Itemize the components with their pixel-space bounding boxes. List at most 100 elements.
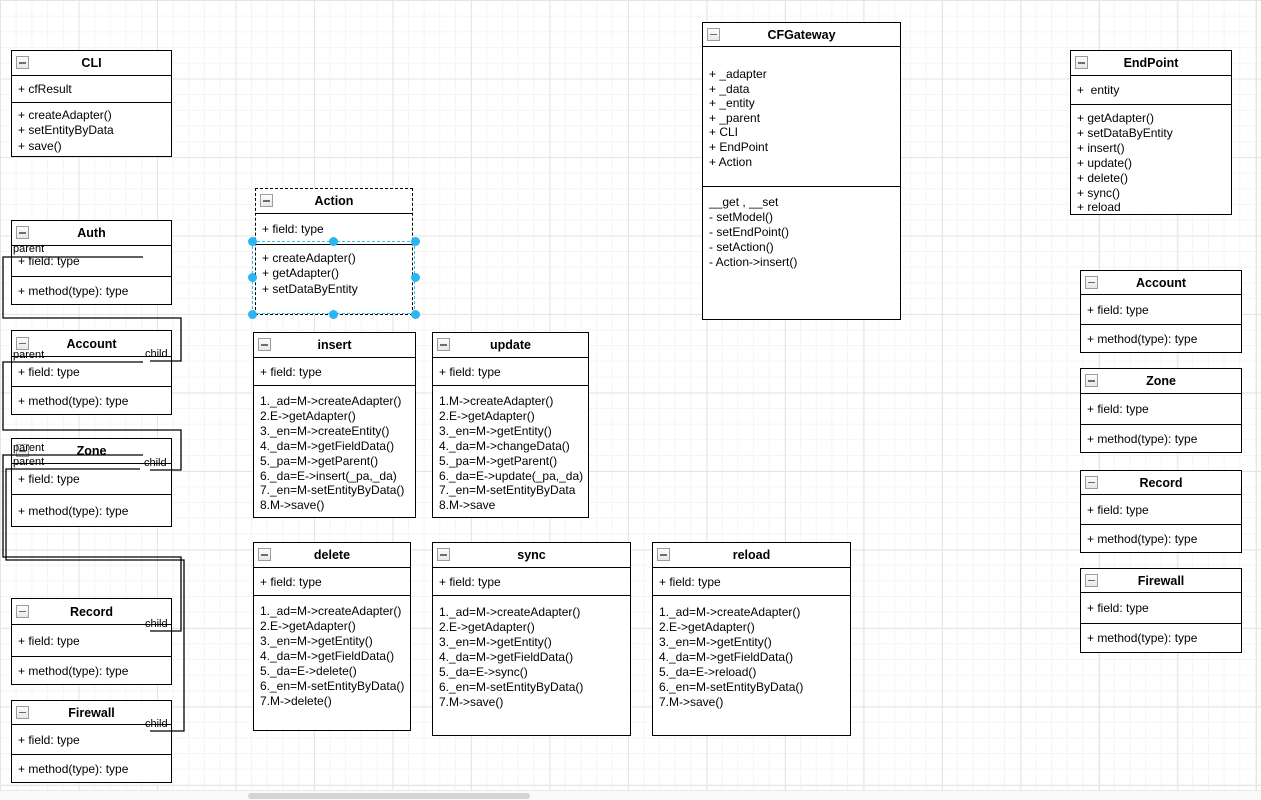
collapse-icon[interactable] <box>260 194 273 207</box>
method-row: 3._en=M->getEntity() <box>439 635 552 649</box>
edge-label-parent: parent <box>13 442 45 454</box>
method-row: 1._ad=M->createAdapter() <box>439 605 581 619</box>
selection-handle[interactable] <box>247 273 257 282</box>
attribute-row: + _data <box>709 81 750 96</box>
attribute-row: + entity <box>1077 83 1120 97</box>
class-section: + createAdapter()+ setEntityByData+ save… <box>12 102 171 156</box>
method-row: 2.E->getAdapter() <box>659 620 755 634</box>
collapse-icon[interactable] <box>16 226 29 239</box>
class-titlebar: EndPoint <box>1071 51 1231 75</box>
class-section: + getAdapter()+ setDataByEntity+ insert(… <box>1071 104 1231 214</box>
class-section: + method(type): type <box>12 276 171 304</box>
class-section: + field: type <box>12 463 171 494</box>
class-section: + field: type <box>1081 294 1241 324</box>
method-row: 5._pa=M->getParent() <box>439 453 558 468</box>
horizontal-scrollbar[interactable] <box>0 790 1261 800</box>
class-titlebar: CLI <box>12 51 171 75</box>
class-title: Zone <box>76 444 107 458</box>
attribute-row: + Action <box>709 154 753 169</box>
collapse-icon[interactable] <box>657 548 670 561</box>
class-section: + method(type): type <box>1081 324 1241 352</box>
method-row: - setEndPoint() <box>709 225 790 239</box>
collapse-icon[interactable] <box>16 336 29 350</box>
class-zone-right[interactable]: Zone+ field: type+ method(type): type <box>1080 368 1242 453</box>
class-title: EndPoint <box>1123 56 1179 70</box>
class-section: + field: type <box>12 356 171 386</box>
class-auth[interactable]: Auth+ field: type+ method(type): type <box>11 220 172 305</box>
collapse-icon[interactable] <box>16 604 29 618</box>
horizontal-scrollbar-thumb[interactable] <box>248 793 530 799</box>
attribute-row: + field: type <box>18 732 80 747</box>
selection-handle[interactable] <box>247 309 257 319</box>
method-row: + setDataByEntity <box>1077 125 1173 140</box>
class-action[interactable]: Action+ field: type+ createAdapter()+ ge… <box>255 188 413 315</box>
class-record[interactable]: Record+ field: type+ method(type): type <box>11 598 172 685</box>
collapse-icon[interactable] <box>16 444 29 457</box>
collapse-icon[interactable] <box>1085 374 1098 387</box>
attribute-row: + _entity <box>709 96 755 111</box>
class-title: delete <box>313 548 351 562</box>
class-endpoint[interactable]: EndPoint+ entity + getAdapter()+ setDataB… <box>1070 50 1232 215</box>
attribute-row: + CLI <box>709 125 739 140</box>
edge-zone-parent-to-firewall-child[interactable] <box>5 468 185 732</box>
selection-outline[interactable] <box>252 241 415 314</box>
selection-handle[interactable] <box>329 309 338 319</box>
class-section: + field: type <box>254 357 415 385</box>
collapse-icon[interactable] <box>258 338 271 351</box>
collapse-icon[interactable] <box>1075 56 1088 69</box>
method-row: + createAdapter() <box>18 108 112 122</box>
edge-auth-parent-to-account-child[interactable] <box>2 256 182 362</box>
class-title: CFGateway <box>767 27 836 42</box>
collapse-icon[interactable] <box>707 27 720 41</box>
class-section: + field: type <box>12 624 171 656</box>
class-account-right[interactable]: Account+ field: type+ method(type): type <box>1080 270 1242 353</box>
class-firewall[interactable]: Firewall+ field: type+ method(type): typ… <box>11 700 172 783</box>
collapse-icon[interactable] <box>437 548 450 561</box>
method-row: 6._en=M-setEntityByData() <box>439 680 584 694</box>
class-section: + field: type <box>653 567 850 595</box>
method-row: 4._da=M->getFieldData() <box>659 650 794 664</box>
method-row: + method(type): type <box>1087 331 1198 346</box>
attribute-row: + EndPoint <box>709 139 769 154</box>
class-firewall-right[interactable]: Firewall+ field: type+ method(type): typ… <box>1080 568 1242 653</box>
collapse-icon[interactable] <box>16 705 29 719</box>
class-account[interactable]: Account+ field: type+ method(type): type <box>11 330 172 415</box>
class-section: 1._ad=M->createAdapter()2.E->getAdapter(… <box>254 385 415 517</box>
class-record-right[interactable]: Record+ field: type+ method(type): type <box>1080 470 1242 553</box>
class-titlebar: Firewall <box>12 701 171 724</box>
method-row: + createAdapter() <box>262 251 356 265</box>
class-section: + method(type): type <box>12 386 171 414</box>
method-row: + method(type): type <box>18 663 129 678</box>
method-row: + method(type): type <box>18 503 129 518</box>
selection-handle[interactable] <box>410 236 420 246</box>
attribute-row: + field: type <box>1087 502 1149 517</box>
class-cfgateway[interactable]: CFGateway+ _adapter+ _data+ _entity+ _pa… <box>702 22 901 320</box>
collapse-icon[interactable] <box>16 56 29 69</box>
selection-handle[interactable] <box>410 309 420 319</box>
edge-zone-parent-to-record-child[interactable] <box>2 454 182 632</box>
attribute-row: + _adapter <box>709 67 767 81</box>
class-section: + method(type): type <box>1081 524 1241 552</box>
method-row: + sync() <box>1077 185 1121 200</box>
method-row: 1.M->createAdapter() <box>439 394 554 408</box>
collapse-icon[interactable] <box>437 338 450 351</box>
selection-handle[interactable] <box>410 273 420 282</box>
collapse-icon[interactable] <box>258 548 271 561</box>
method-row: 5._pa=M->getParent() <box>260 453 379 468</box>
selection-handle[interactable] <box>329 236 338 246</box>
edge-account-parent-to-zone-child[interactable] <box>2 361 182 471</box>
collapse-icon[interactable] <box>1085 573 1098 587</box>
class-cli[interactable]: CLI+ cfResult+ createAdapter()+ setEntit… <box>11 50 172 157</box>
selection-handle[interactable] <box>247 236 257 246</box>
class-section: __get , __set- setModel()- setEndPoint()… <box>703 186 900 319</box>
collapse-icon[interactable] <box>1085 475 1098 489</box>
class-title: insert <box>317 338 352 352</box>
class-title: CLI <box>81 56 102 70</box>
collapse-icon[interactable] <box>1085 275 1098 289</box>
